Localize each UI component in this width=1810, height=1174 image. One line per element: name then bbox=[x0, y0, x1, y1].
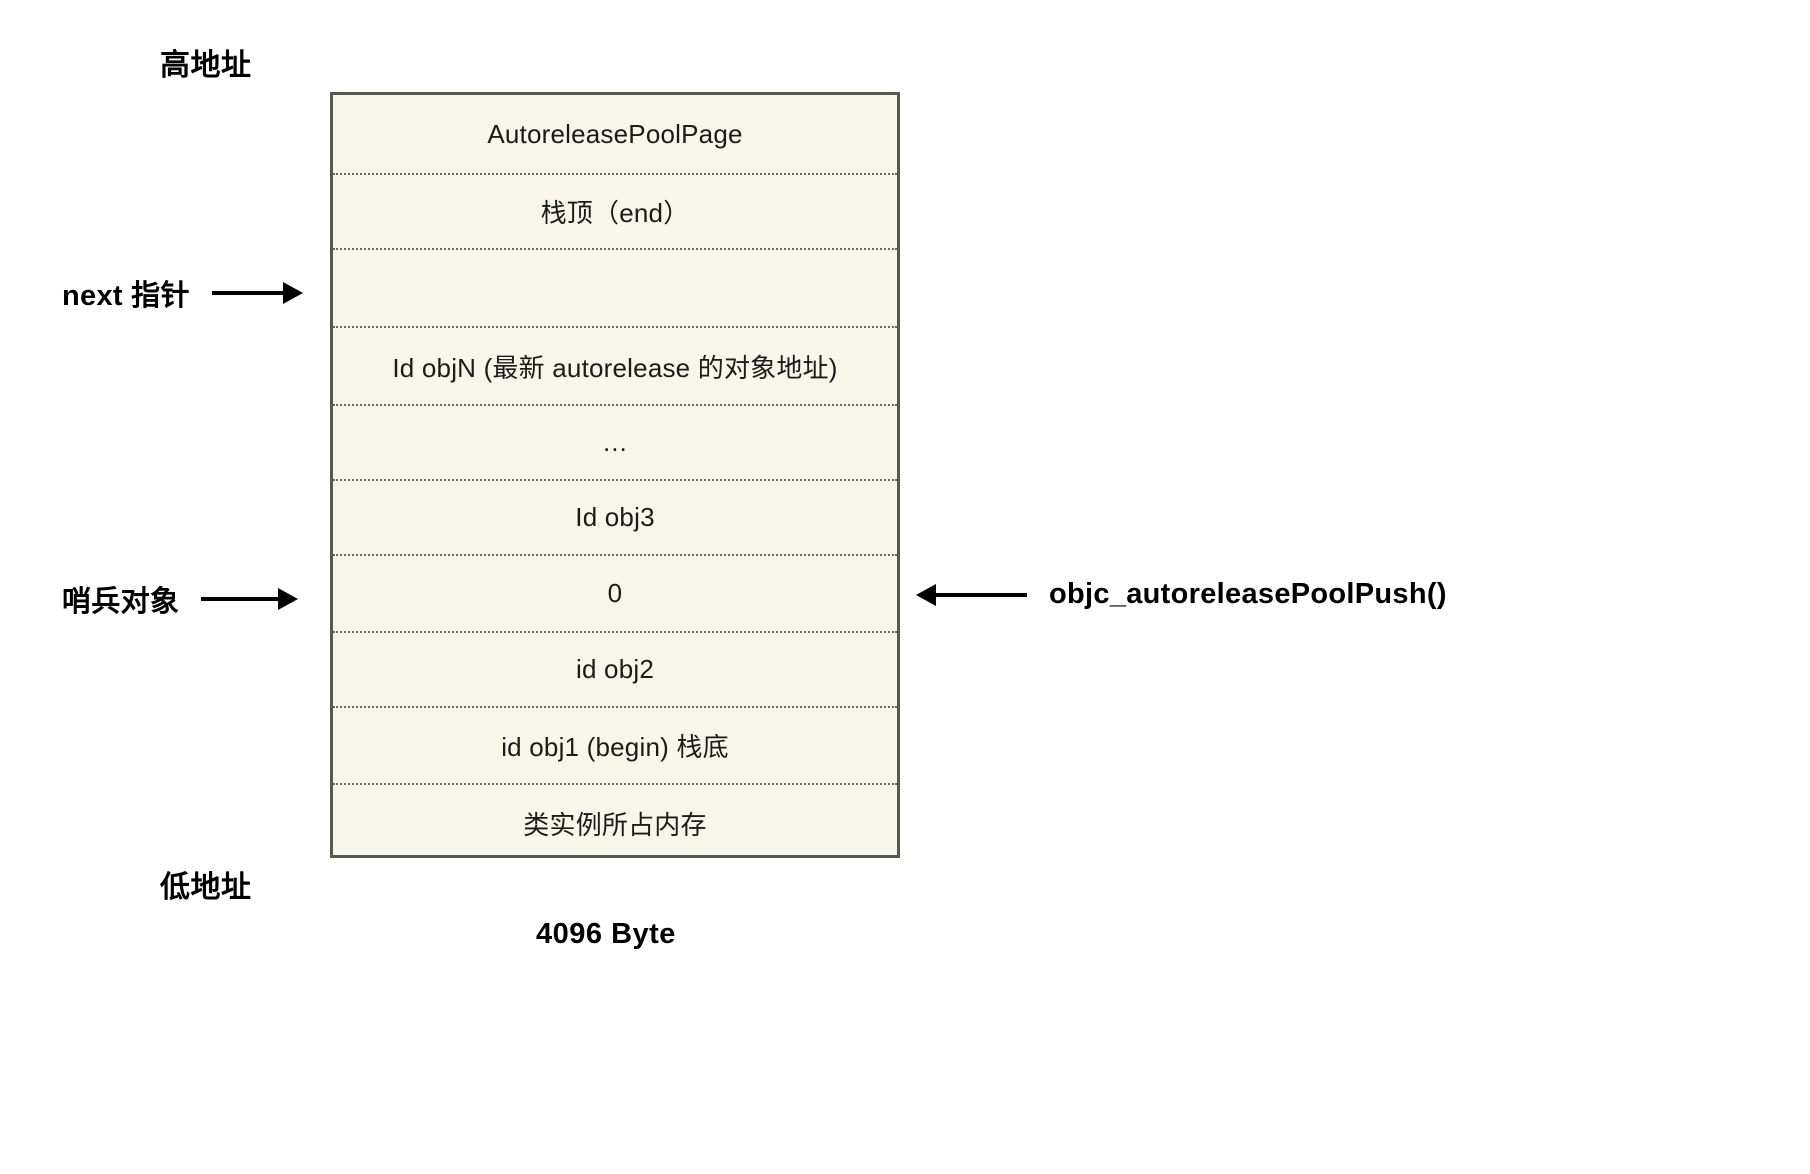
memory-row-label: Id objN (最新 autorelease 的对象地址) bbox=[392, 352, 838, 383]
memory-row: Id obj3 bbox=[333, 481, 897, 556]
autorelease-pool-page-box: AutoreleasePoolPage 栈顶（end） Id objN (最新 au… bbox=[330, 92, 900, 858]
pool-push-annotation: objc_autoreleasePoolPush() bbox=[916, 578, 1447, 611]
memory-row-label: … bbox=[601, 427, 629, 457]
next-pointer-annotation: next 指针 bbox=[62, 272, 303, 314]
memory-row-label: 类实例所占内存 bbox=[523, 809, 707, 840]
high-address-label: 高地址 bbox=[160, 49, 252, 82]
sentinel-object-annotation: 哨兵对象 bbox=[62, 578, 299, 620]
arrow-right-icon bbox=[201, 588, 299, 610]
low-address-label: 低地址 bbox=[160, 871, 252, 904]
memory-row bbox=[333, 250, 897, 328]
memory-row-label: 栈顶（end） bbox=[540, 198, 690, 228]
memory-row: 栈顶（end） bbox=[333, 175, 897, 250]
pool-push-label: objc_autoreleasePoolPush() bbox=[1049, 578, 1447, 610]
page-size-label: 4096 Byte bbox=[536, 918, 676, 950]
memory-row-label: Id obj3 bbox=[575, 502, 655, 532]
arrow-right-icon bbox=[211, 282, 303, 304]
memory-row: Id objN (最新 autorelease 的对象地址) bbox=[333, 328, 897, 406]
memory-row-label: AutoreleasePoolPage bbox=[487, 118, 743, 149]
memory-row: 0 bbox=[333, 556, 897, 633]
memory-row-label: id obj1 (begin) 栈底 bbox=[501, 732, 729, 762]
memory-row: id obj2 bbox=[333, 633, 897, 708]
next-pointer-label: next 指针 bbox=[62, 280, 190, 312]
memory-row: id obj1 (begin) 栈底 bbox=[333, 708, 897, 785]
arrow-left-icon bbox=[916, 583, 1027, 606]
memory-row: … bbox=[333, 406, 897, 481]
memory-row-label: 0 bbox=[607, 578, 623, 608]
memory-row-label: id obj2 bbox=[575, 654, 655, 684]
memory-row: 类实例所占内存 bbox=[333, 785, 897, 861]
memory-row: AutoreleasePoolPage bbox=[333, 95, 897, 175]
sentinel-object-label: 哨兵对象 bbox=[62, 586, 180, 618]
